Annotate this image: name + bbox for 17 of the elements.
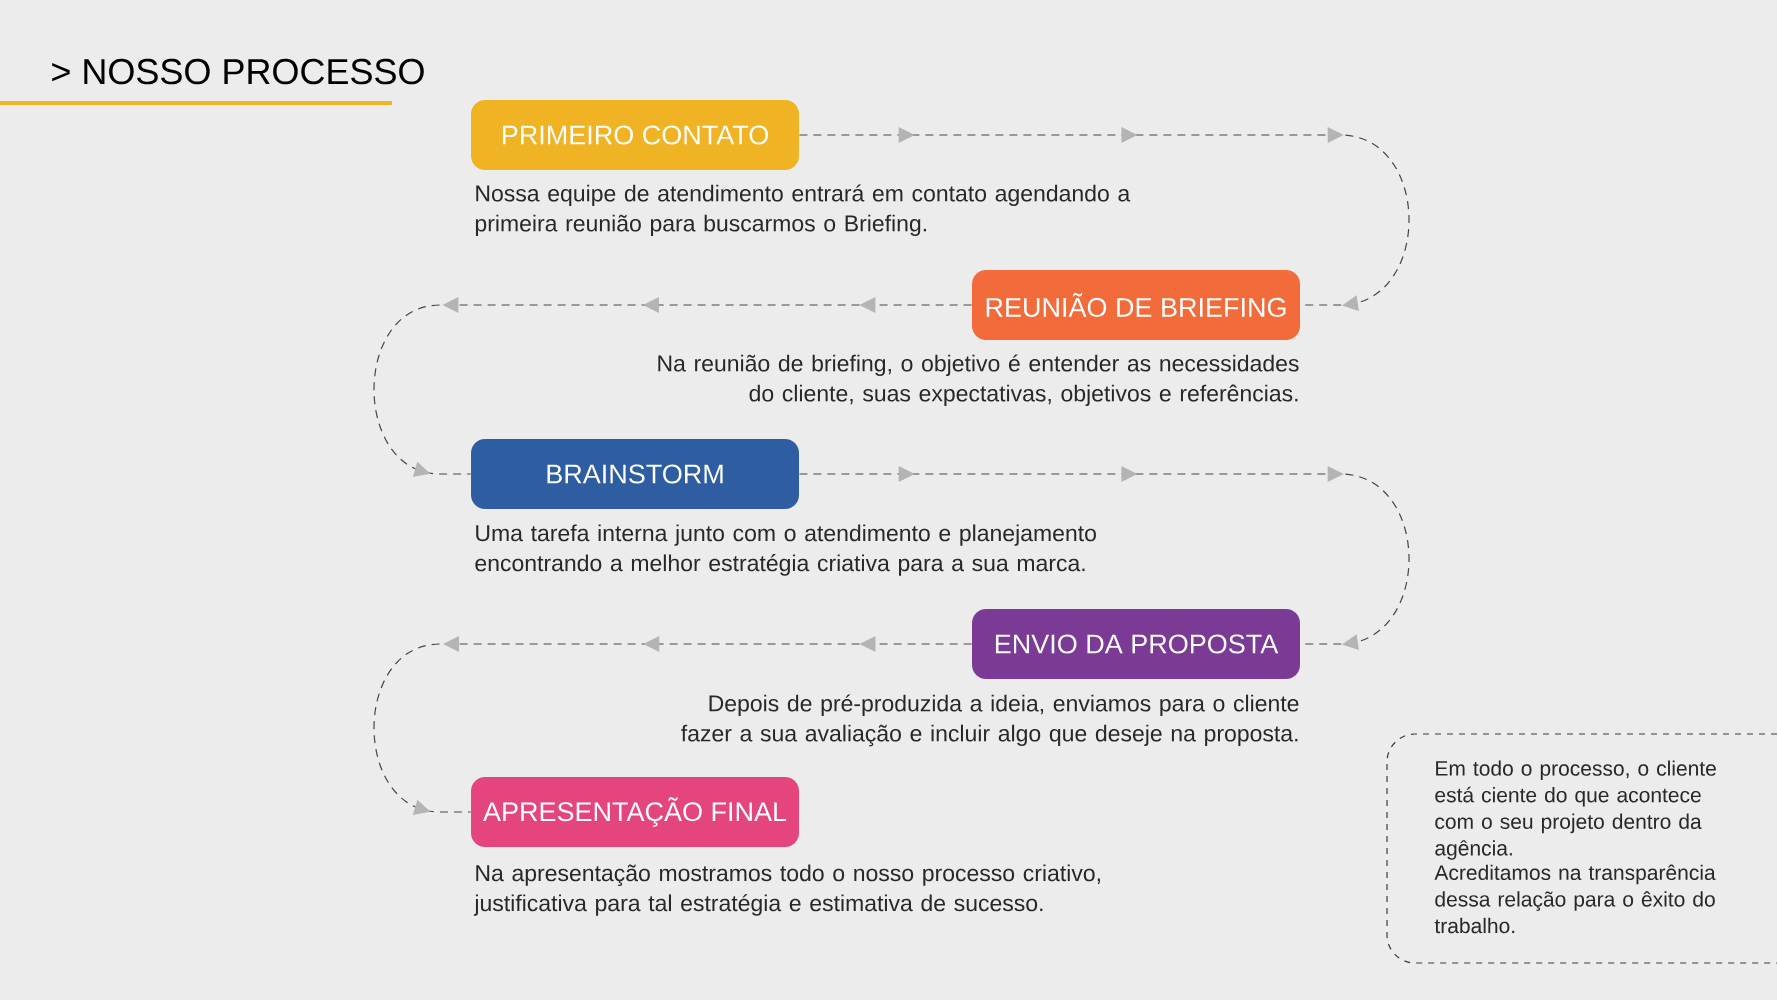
title: > NOSSO PROCESSO — [52, 58, 424, 85]
process-box: REUNIÃO DE BRIEFING — [972, 270, 1300, 340]
description-text: Nossa equipe de atendimento entrará em contato agendando a primeira reunião para buscarmos o Briefing. — [475, 184, 1131, 237]
note-text: Em todo o processo, o cliente está ciente do que acontece com o seu projeto dentro da agência. — [1435, 760, 1716, 860]
arrow — [798, 127, 1410, 312]
arrow — [373, 636, 973, 816]
arrow — [798, 466, 1410, 651]
process-box: PRIMEIRO CONTATO — [471, 100, 799, 170]
note-text: Acreditamos na transparência dessa relação para o êxito do trabalho. — [1434, 864, 1716, 934]
description-text: Depois de pré-produzida a ideia, enviamos para o cliente fazer a sua avaliação e incluir algo que deseje na proposta. — [681, 694, 1299, 747]
arrow — [373, 297, 973, 478]
description-text: Uma tarefa interna junto com o atendimento e planejamento encontrando a melhor estratégia criativa para a sua marca. — [475, 524, 1096, 576]
process-box: BRAINSTORM — [471, 439, 799, 509]
process-box: APRESENTAÇÃO FINAL — [471, 777, 799, 847]
description-text: Na reunião de briefing, o objetivo é entender as necessidades do cliente, suas expectativas, objetivos e referências. — [658, 354, 1299, 407]
description-text: Na apresentação mostramos todo o nosso processo criativo, justificativa para tal estratégia e estimativa de sucesso. — [473, 864, 1100, 916]
process-box: ENVIO DA PROPOSTA — [972, 609, 1300, 679]
